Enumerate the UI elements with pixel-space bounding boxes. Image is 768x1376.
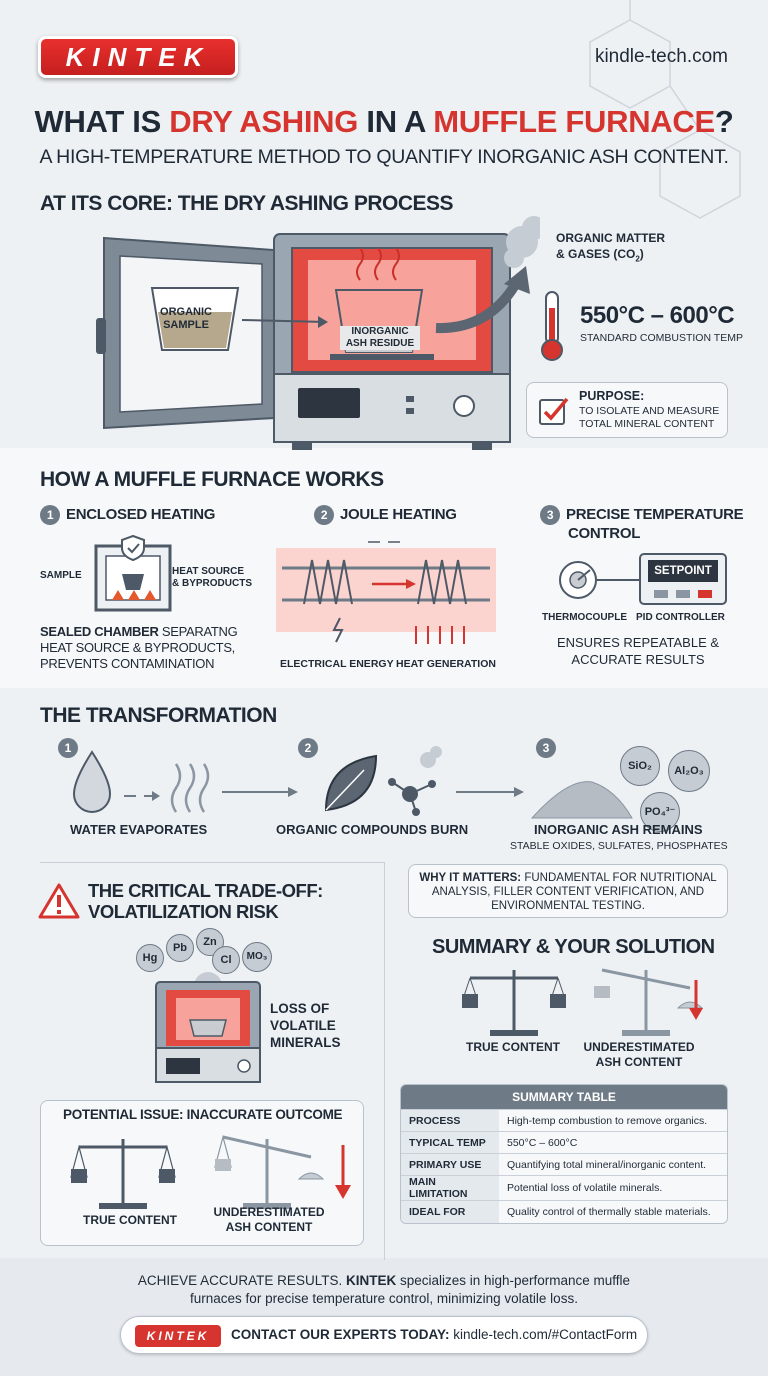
gases-label: ORGANIC MATTER & GASES (CO2)	[556, 231, 666, 264]
true-content-label: TRUE CONTENT	[83, 1213, 177, 1227]
step1-description: SEALED CHAMBER SEPARATNG HEAT SOURCE & B…	[40, 624, 238, 671]
summary-row-key: MAIN LIMITATION	[401, 1175, 499, 1201]
po4-bubble: PO₄³⁻	[640, 792, 680, 832]
step1-heat-label: HEAT SOURCE& BYPRODUCTS	[172, 566, 253, 589]
ash-remains-label: INORGANIC ASH REMAINS	[534, 822, 703, 837]
step3-description: ENSURES REPEATABLE &ACCURATE RESULTS	[556, 635, 720, 667]
summary-title: SUMMARY & YOUR SOLUTION	[432, 936, 715, 958]
summary-row-value: High-temp combustion to remove organics.	[499, 1109, 727, 1132]
temperature-range: 550°C – 600°C	[580, 302, 735, 329]
summary-tipped-scale-icon	[594, 968, 704, 1036]
transform-step3-badge: 3	[536, 738, 556, 758]
organic-compounds-label: ORGANIC COMPOUNDS BURN	[276, 822, 469, 837]
transform-section-title: THE TRANSFORMATION	[40, 704, 277, 727]
summary-row-value: Quantifying total mineral/inorganic cont…	[499, 1153, 727, 1176]
organic-sample-label: ORGANIC SAMPLE	[160, 306, 212, 331]
hg-bubble: Hg	[136, 944, 164, 972]
ash-pile-icon	[530, 781, 633, 819]
balanced-scale-icon	[70, 1139, 176, 1209]
potential-issue-box: POTENTIAL ISSUE: INACCURATE OUTCOME TRUE…	[40, 1100, 364, 1246]
checkbox-icon	[539, 397, 569, 425]
why-it-matters-box: WHY IT MATTERS: FUNDAMENTAL FOR NUTRITIO…	[408, 864, 728, 918]
water-evaporates-label: WATER EVAPORATES	[70, 822, 208, 837]
cl-bubble: Cl	[212, 946, 240, 974]
ash-remains-sub: STABLE OXIDES, SULFATES, PHOSPHATES	[510, 840, 728, 852]
cta-text: CONTACT OUR EXPERTS TODAY: kindle-tech.c…	[231, 1327, 638, 1342]
enclosed-chamber-icon	[94, 534, 172, 612]
summary-row-value: Quality control of thermally stable mate…	[499, 1200, 727, 1223]
summary-row-value: Potential loss of volatile minerals.	[499, 1175, 727, 1201]
how-section-title: HOW A MUFFLE FURNACE WORKS	[40, 468, 384, 491]
temperature-caption: STANDARD COMBUSTION TEMP	[580, 332, 743, 344]
pid-controller-label: PID CONTROLLER	[636, 612, 725, 623]
tradeoff-title: THE CRITICAL TRADE-OFF:VOLATILIZATION RI…	[88, 880, 323, 922]
pid-control-icon	[559, 553, 727, 605]
core-section-title: AT ITS CORE: THE DRY ASHING PROCESS	[40, 192, 454, 215]
kintek-logo[interactable]: KINTEK	[38, 36, 238, 78]
transform-arrow-1	[222, 787, 298, 797]
leaf-molecule-icon	[324, 746, 442, 816]
mo3-bubble: MO₃	[242, 942, 272, 972]
step1-sample-label: SAMPLE	[40, 570, 82, 581]
summary-table-title: SUMMARY TABLE	[401, 1085, 727, 1109]
cta-kintek-logo: KINTEK	[135, 1325, 221, 1347]
al2o3-bubble: Al₂O₃	[668, 750, 710, 792]
summary-row-key: PRIMARY USE	[401, 1153, 499, 1176]
summary-row-key: TYPICAL TEMP	[401, 1131, 499, 1154]
volatilizing-furnace-icon	[155, 972, 261, 1083]
summary-balanced-scale-icon	[462, 970, 566, 1036]
muffle-furnace-illustration	[96, 233, 511, 450]
gas-exhaust-arrow	[435, 216, 540, 334]
summary-row-value: 550°C – 600°C	[499, 1131, 727, 1154]
summary-row-key: PROCESS	[401, 1109, 499, 1132]
website-link[interactable]: kindle-tech.com	[594, 46, 728, 67]
transform-arrow-2	[456, 787, 524, 797]
potential-issue-title: POTENTIAL ISSUE: INACCURATE OUTCOME	[63, 1107, 343, 1122]
joule-heating-coil-icon	[276, 541, 496, 644]
transform-step2-badge: 2	[298, 738, 318, 758]
pb-bubble: Pb	[166, 934, 194, 962]
transform-step1-badge: 1	[58, 738, 78, 758]
sio2-bubble: SiO₂	[620, 746, 660, 786]
setpoint-display: SETPOINT	[654, 565, 712, 577]
ash-residue-label: INORGANIC ASH RESIDUE	[340, 326, 420, 350]
warning-icon	[38, 883, 80, 919]
footer-text: ACHIEVE ACCURATE RESULTS. KINTEK special…	[137, 1273, 631, 1306]
purpose-title: PURPOSE:	[579, 389, 645, 403]
contact-experts-button[interactable]: KINTEK CONTACT OUR EXPERTS TODAY: kindle…	[120, 1316, 648, 1354]
page-title: WHAT IS DRY ASHING IN A MUFFLE FURNACE?	[34, 104, 734, 139]
molecule-watermark	[589, 0, 741, 219]
page-subtitle: A HIGH-TEMPERATURE METHOD TO QUANTIFY IN…	[39, 146, 729, 168]
tipped-scale-icon	[214, 1134, 351, 1209]
thermocouple-label: THERMOCOUPLE	[542, 612, 627, 623]
summary-true-content-label: TRUE CONTENT	[466, 1040, 560, 1054]
step2-energy-label: ELECTRICAL ENERGY	[280, 658, 394, 670]
step2-heat-label: HEAT GENERATION	[396, 658, 496, 670]
water-drop-icon	[72, 750, 210, 813]
thermometer-icon	[541, 291, 563, 361]
summary-row-key: IDEAL FOR	[401, 1200, 499, 1223]
